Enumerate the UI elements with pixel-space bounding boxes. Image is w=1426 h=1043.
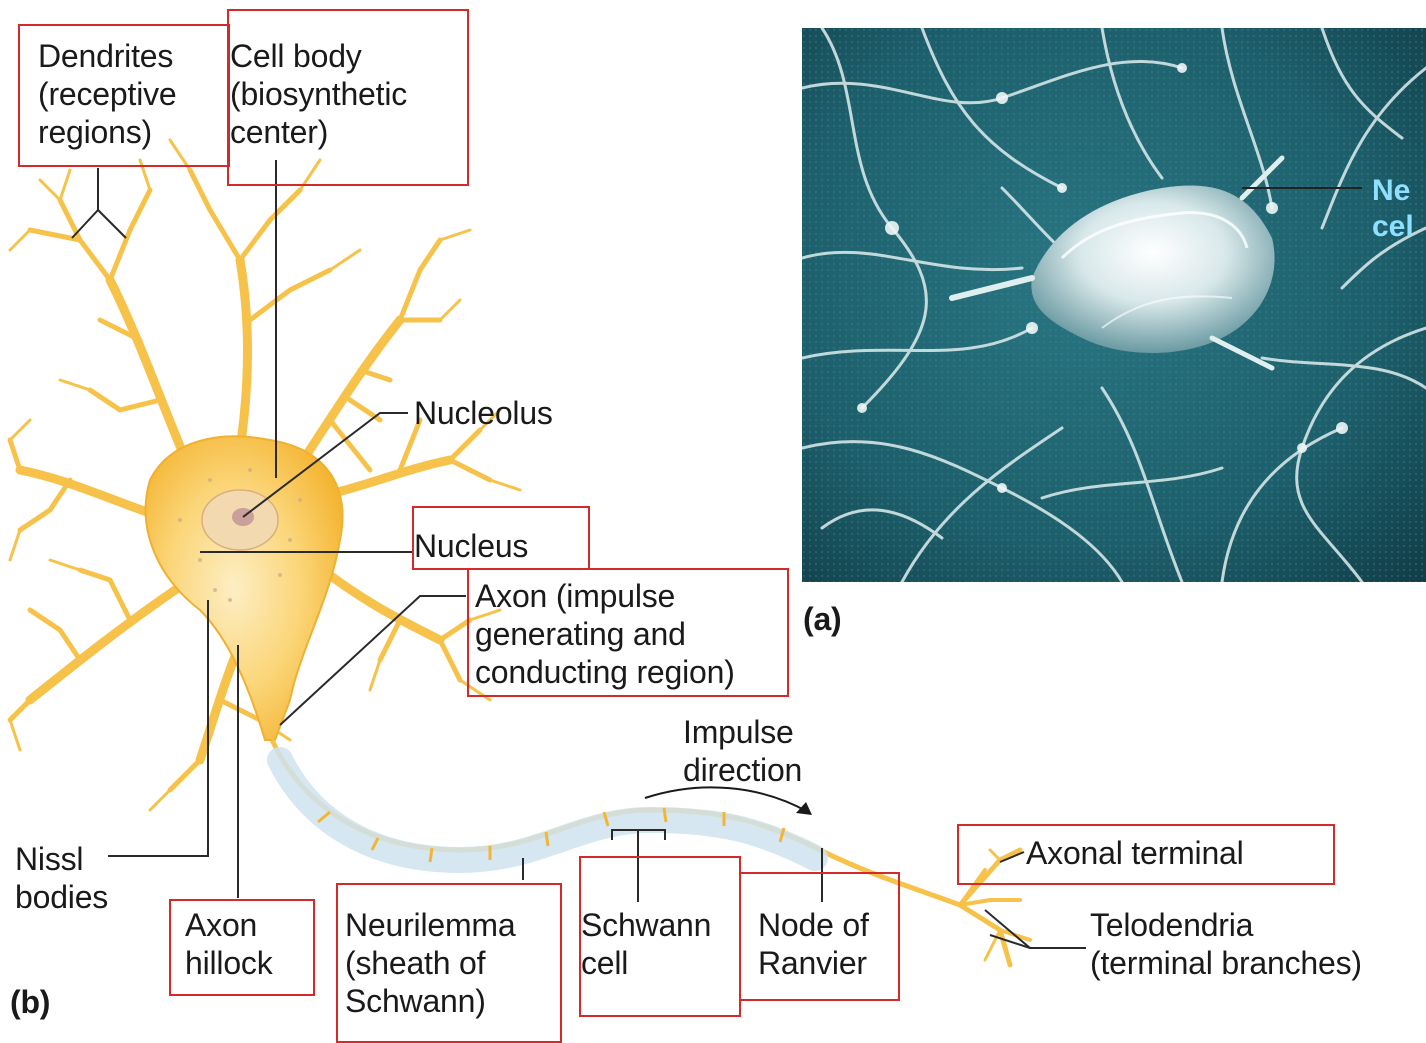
highlight-box-axon [467,568,789,697]
highlight-box-axon-hillock [169,899,315,996]
label-nucleolus: Nucleolus [414,394,553,432]
label-impulse-direction: Impulse direction [683,713,802,789]
highlight-box-nucleus [412,506,590,570]
highlight-box-schwann-cell [579,856,741,1017]
highlight-box-axonal-terminal [957,824,1335,885]
highlight-box-neurilemma [336,883,562,1043]
highlight-box-dendrites [18,24,230,167]
impulse-arrowhead [796,802,812,815]
highlight-box-cell-body [227,9,469,186]
label-nissl-bodies: Nissl bodies [15,840,108,916]
highlight-box-node-of-ranvier [739,872,900,1001]
label-telodendria: Telodendria (terminal branches) [1090,906,1362,982]
